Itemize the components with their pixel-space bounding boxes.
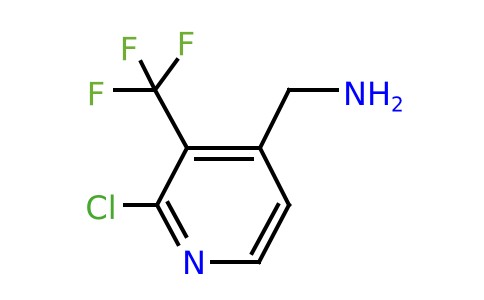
amine-subscript: 2 — [391, 93, 404, 117]
bond-c3-cf3 — [152, 87, 190, 151]
bond-n1-c2-double — [165, 200, 189, 239]
fluorine-label-top-left: F — [120, 30, 138, 68]
bond-cf3-f-top-left — [138, 59, 158, 93]
ring-nitrogen-label: N — [182, 244, 206, 282]
bond-c5-c6-double — [249, 202, 281, 256]
bond-c4-ch2 — [257, 87, 292, 151]
bond-lines — [113, 57, 339, 265]
fluorine-label-top-right: F — [177, 25, 195, 63]
bond-c2-c3 — [154, 145, 190, 208]
amine-label: NH — [343, 75, 391, 113]
chlorine-label: Cl — [85, 189, 116, 227]
atom-labels: F F F NH 2 Cl N — [85, 25, 403, 282]
fluorine-label-left: F — [87, 75, 105, 113]
bond-c5-c6 — [256, 202, 292, 265]
bond-c4-c5 — [257, 145, 292, 208]
bond-n1-c2 — [154, 202, 181, 247]
bond-cf3-f-top-right — [152, 57, 180, 93]
